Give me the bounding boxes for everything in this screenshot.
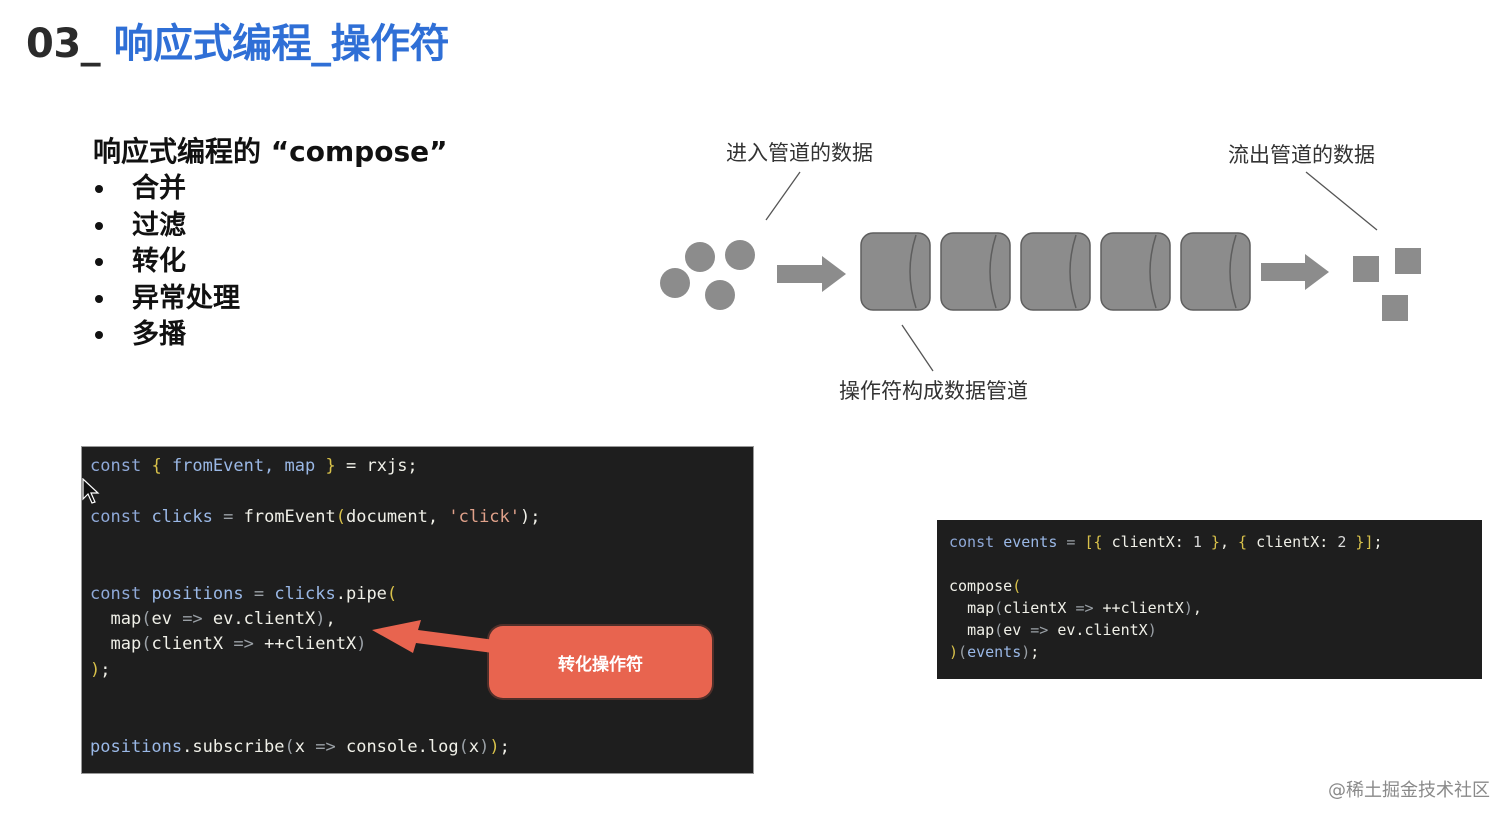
output-data-icon xyxy=(1353,248,1421,321)
pipe-segments xyxy=(860,232,1251,311)
compose-heading: 响应式编程的 “compose” xyxy=(93,135,448,168)
list-item-label: 过滤 xyxy=(132,209,186,241)
code-line-1: const { fromEvent, map } = rxjs; xyxy=(90,456,418,476)
leader-line-pipeline xyxy=(901,324,934,372)
leader-line-input xyxy=(765,171,801,221)
pipe-segment-icon xyxy=(1100,232,1171,311)
code-line-6: ); xyxy=(90,660,111,680)
code-line-7: positions.subscribe(x => console.log(x))… xyxy=(90,737,510,757)
bullet-icon xyxy=(95,294,103,303)
input-data-icon xyxy=(660,240,755,310)
list-item: 合并 xyxy=(93,171,240,208)
code-line-5: map(clientX => ++clientX) xyxy=(110,634,367,654)
slide-title: 03_ 响应式编程_操作符 xyxy=(26,20,450,68)
pipe-segment-icon xyxy=(940,232,1011,311)
list-item: 多播 xyxy=(93,317,240,354)
bullet-icon xyxy=(95,221,103,230)
code-block-main: const { fromEvent, map } = rxjs; const c… xyxy=(81,446,754,774)
slide-title-text: 响应式编程_操作符 xyxy=(113,21,450,67)
code-line-2: compose( xyxy=(949,577,1022,595)
code-line-3: map(clientX => ++clientX), xyxy=(967,599,1202,617)
pipe-segment-icon xyxy=(1180,232,1251,311)
pipe-segment-icon xyxy=(860,232,931,311)
arrow-right-icon xyxy=(1261,254,1329,290)
list-item: 转化 xyxy=(93,244,240,281)
diagram-label-pipeline: 操作符构成数据管道 xyxy=(839,379,1028,403)
list-item-label: 多播 xyxy=(132,319,186,351)
watermark: @稀土掘金技术社区 xyxy=(1328,780,1490,801)
callout-transform-operator: 转化操作符 xyxy=(489,626,712,698)
list-item-label: 转化 xyxy=(132,246,186,278)
compose-list: 合并 过滤 转化 异常处理 多播 xyxy=(93,171,240,354)
code-line-3: const positions = clicks.pipe( xyxy=(90,584,398,604)
pipe-segment-icon xyxy=(1020,232,1091,311)
list-item: 过滤 xyxy=(93,208,240,245)
bullet-icon xyxy=(95,258,103,267)
bullet-icon xyxy=(95,185,103,194)
code-line-5: )(events); xyxy=(949,643,1040,661)
diagram-label-input: 进入管道的数据 xyxy=(726,141,873,165)
mouse-cursor-icon xyxy=(82,478,100,504)
code-line-4: map(ev => ev.clientX) xyxy=(967,621,1157,639)
diagram-label-output: 流出管道的数据 xyxy=(1228,143,1375,167)
list-item-label: 合并 xyxy=(132,173,186,205)
list-item: 异常处理 xyxy=(93,281,240,318)
bullet-icon xyxy=(95,331,103,340)
arrow-right-icon xyxy=(777,256,846,292)
list-item-label: 异常处理 xyxy=(132,282,240,314)
slide-title-number: 03_ xyxy=(26,21,101,67)
code-line-4: map(ev => ev.clientX), xyxy=(110,609,336,629)
code-line-1: const events = [{ clientX: 1 }, { client… xyxy=(949,533,1383,551)
code-block-compose: const events = [{ clientX: 1 }, { client… xyxy=(937,520,1482,679)
leader-line-output xyxy=(1305,171,1378,231)
code-line-2: const clicks = fromEvent(document, 'clic… xyxy=(90,507,541,527)
